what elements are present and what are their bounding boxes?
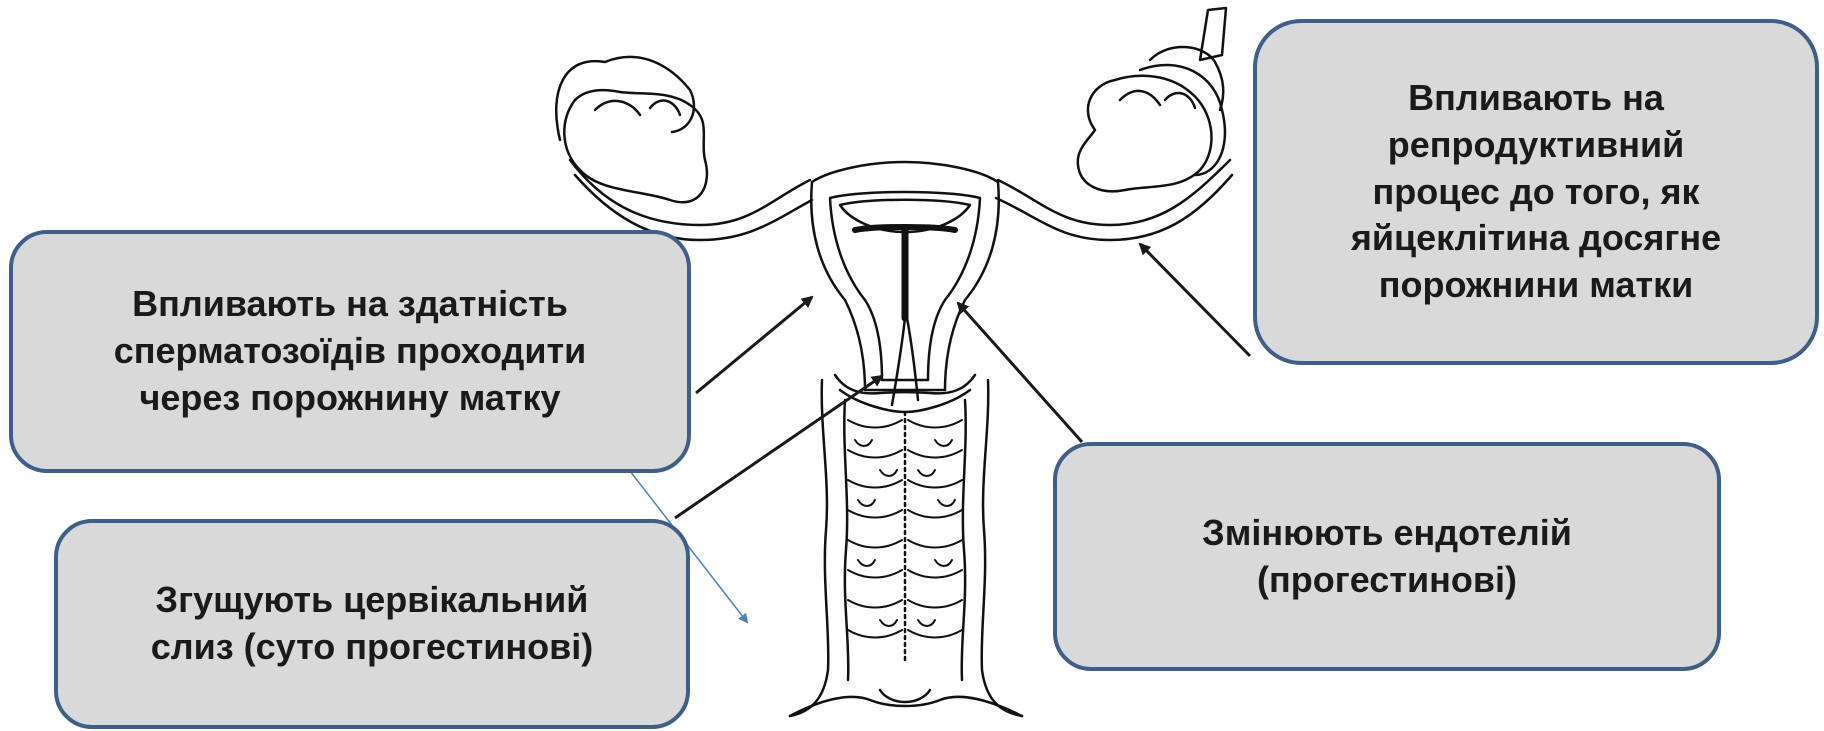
callout-sperm-passage: Впливають на здатність сперматозоїдів пр… [9, 230, 691, 473]
arrow-to-cervix [675, 376, 882, 518]
right-fimbria [1140, 65, 1225, 175]
vagina-right-wall [982, 380, 1022, 716]
callout-reproductive-process: Впливають на репродуктивний процес до то… [1253, 19, 1819, 365]
arrow-to-tube [1140, 244, 1250, 356]
arrow-to-endometrium [958, 303, 1082, 442]
vulva-base [790, 697, 1022, 716]
arrow-to-uterine-cavity [696, 297, 812, 393]
vagina-left-wall [790, 380, 828, 716]
iud-device [855, 227, 955, 405]
callout-endothelium: Змінюють ендотелій (прогестинові) [1053, 442, 1721, 671]
left-fallopian-tube [570, 160, 810, 225]
callout-cervical-mucus: Згущують цервікальний слиз (суто прогест… [54, 519, 690, 729]
